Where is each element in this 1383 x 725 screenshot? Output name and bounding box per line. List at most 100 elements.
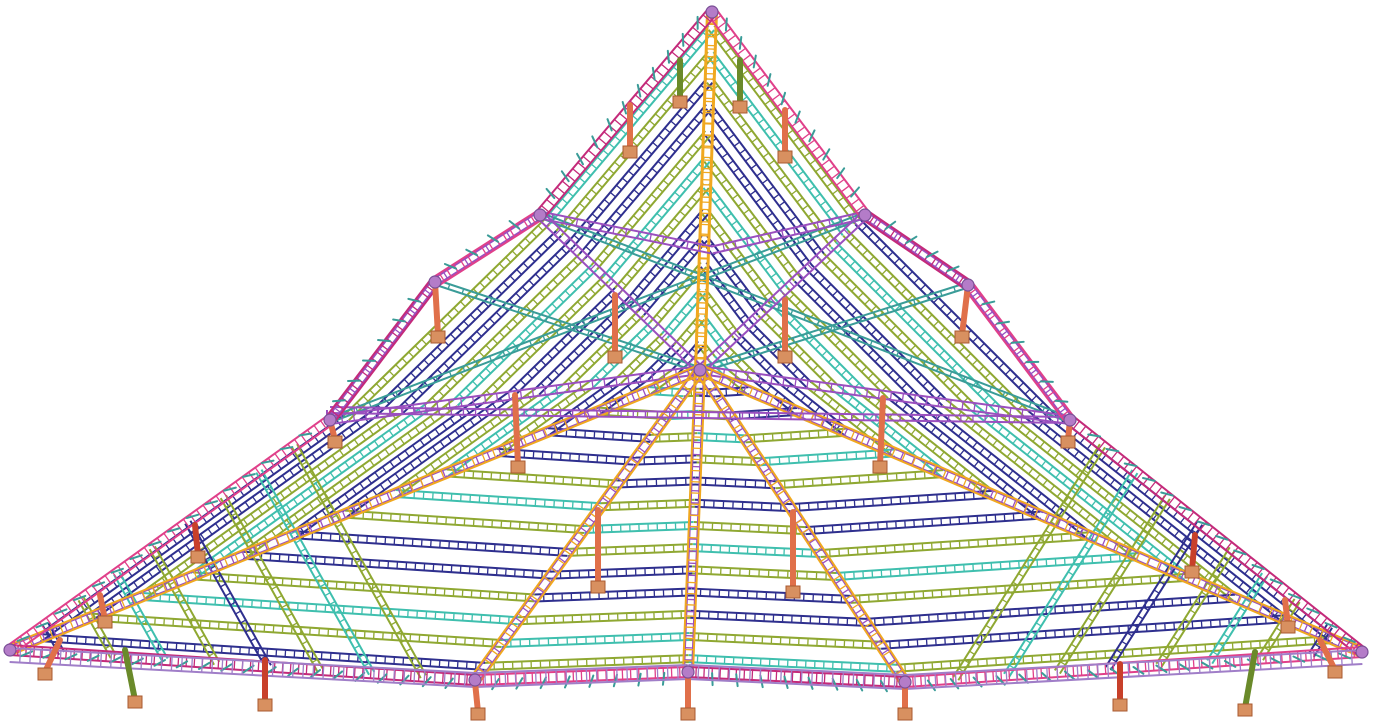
edge-outrigger-4033 xyxy=(223,486,237,492)
edge-beam-rung-3607 xyxy=(771,93,781,101)
rafter-rung-2628 xyxy=(1067,571,1074,576)
purlin-rung-2113 xyxy=(524,352,531,358)
bracing-rung-2785 xyxy=(909,355,913,362)
rafter-rung-2596 xyxy=(1056,512,1062,517)
purlin-rung-1895 xyxy=(256,525,262,532)
purlin-rung-69 xyxy=(731,194,739,200)
ridge-beam-rung-2907 xyxy=(925,396,928,405)
ridge-beam-rung-3098 xyxy=(386,492,391,501)
purlin-rung-240 xyxy=(808,337,815,344)
ring-beam-rung-3515 xyxy=(972,292,979,298)
ridge-beam-rung-3104 xyxy=(319,519,324,528)
purlin-rung-497 xyxy=(959,449,965,456)
purlin-rung-42 xyxy=(735,254,743,260)
rafter-rung-2564 xyxy=(203,643,210,648)
ridge-beam-rung-3105 xyxy=(308,524,313,533)
purlin-rung-129 xyxy=(751,137,758,143)
edge-beam-rung-4009 xyxy=(241,476,249,486)
purlin-rung-1797 xyxy=(459,442,466,449)
slab-edge-rung-4159 xyxy=(281,662,284,677)
purlin-rung-98 xyxy=(800,257,807,263)
purlin-rung-572 xyxy=(1040,460,1047,467)
purlin-rung-2169 xyxy=(566,266,572,273)
edge-beam-rung-4096 xyxy=(582,155,592,164)
purlin-rung-1908 xyxy=(351,456,357,463)
purlin-rung-2352 xyxy=(644,201,652,207)
purlin-rung-2297 xyxy=(637,285,645,291)
purlin-rung-2243 xyxy=(440,320,447,326)
slab-edge-rung-4259 xyxy=(1269,654,1272,670)
base-plate-4317 xyxy=(777,150,793,164)
edge-beam-rung-3991 xyxy=(124,561,131,570)
purlin-rail-2105 xyxy=(484,280,610,403)
ridge-beam-rung-2976 xyxy=(1326,633,1331,642)
purlin-rung-186 xyxy=(803,152,811,158)
purlin-rung-2114 xyxy=(531,345,538,352)
purlin-rung-1881 xyxy=(422,421,428,429)
primary-girder-rung-3216 xyxy=(367,498,373,509)
purlin-rung-2454 xyxy=(649,94,656,100)
edge-outrigger-4128 xyxy=(666,49,670,64)
ring-beam-rail-3488 xyxy=(712,217,867,255)
purlin-rung-231 xyxy=(819,371,826,378)
rafter-rail-2661 xyxy=(1104,520,1199,668)
rafter-rung-2643 xyxy=(1153,512,1160,517)
ridge-beam-rung-2989 xyxy=(755,457,764,464)
purlin-rung-2334 xyxy=(656,212,663,219)
purlin-rung-2452 xyxy=(637,108,645,114)
edge-outrigger-4027 xyxy=(110,567,124,574)
edge-beam-rung-3701 xyxy=(1174,501,1182,511)
ridge-beam-rung-2956 xyxy=(1101,538,1107,547)
edge-beam-rung-4040 xyxy=(330,409,340,417)
purlin-rung-2368 xyxy=(609,217,616,224)
rafter-rung-2495 xyxy=(270,495,277,500)
edge-beam-rung-3978 xyxy=(39,622,47,631)
joint-node-4329 xyxy=(1063,413,1077,427)
edge-outrigger-3736 xyxy=(1196,520,1211,526)
primary-girder-rung-3384 xyxy=(888,659,898,667)
purlin-rung-619 xyxy=(1182,555,1189,562)
purlin-rung-360 xyxy=(855,243,862,250)
purlin-rung-2328 xyxy=(620,254,627,261)
purlin-rung-2364 xyxy=(585,246,592,252)
purlin-rung-313 xyxy=(857,292,864,299)
primary-girder-rung-3346 xyxy=(510,621,520,629)
slab-edge-rung-4225 xyxy=(924,673,927,688)
purlin-rung-136 xyxy=(790,189,798,196)
purlin-rung-396 xyxy=(913,277,920,284)
ring-beam-rung-3468 xyxy=(485,245,490,252)
purlin-rung-1991 xyxy=(356,421,362,429)
bracing-rung-2740 xyxy=(913,299,916,305)
purlin-rung-342 xyxy=(900,311,907,318)
ring-beam-rung-3485 xyxy=(673,238,677,247)
rafter-rung-2484 xyxy=(385,612,392,617)
purlin-rung-2377 xyxy=(663,153,670,160)
slab-edge-rung-4241 xyxy=(1086,664,1089,680)
edge-beam-rung-3703 xyxy=(1186,511,1195,521)
purlin-rung-2239 xyxy=(414,345,421,352)
slab-edge-rung-4249 xyxy=(1168,660,1171,675)
ring-beam-rung-3461 xyxy=(424,289,431,295)
edge-beam-rail-3655 xyxy=(963,287,1067,424)
edge-beam-rung-3640 xyxy=(889,229,896,239)
rafter-rung-2683 xyxy=(1212,573,1219,578)
purlin-rung-2356 xyxy=(668,172,676,179)
edge-beam-rung-4002 xyxy=(195,509,203,519)
purlin-rung-1813 xyxy=(379,483,385,491)
edge-beam-rung-3725 xyxy=(1326,622,1334,632)
primary-girder-rung-3239 xyxy=(131,594,137,605)
rafter-rung-2599 xyxy=(1039,538,1046,543)
purlin-rung-1880 xyxy=(414,427,420,434)
edge-outrigger-3735 xyxy=(1178,506,1193,512)
purlin-rung-549 xyxy=(1049,485,1055,492)
purlin-rung-2131 xyxy=(485,367,492,374)
purlin-rung-489 xyxy=(902,403,908,411)
purlin-rung-657 xyxy=(1238,581,1244,588)
ridge-beam-rung-3112 xyxy=(230,555,235,564)
purlin-rail-249 xyxy=(786,287,894,394)
primary-girder-rung-3382 xyxy=(875,640,885,648)
rafter-rung-2654 xyxy=(1092,608,1099,614)
purlin-rung-2186 xyxy=(489,318,496,325)
purlin-rail-357 xyxy=(842,235,1025,418)
slab-edge-rung-4226 xyxy=(934,673,937,688)
